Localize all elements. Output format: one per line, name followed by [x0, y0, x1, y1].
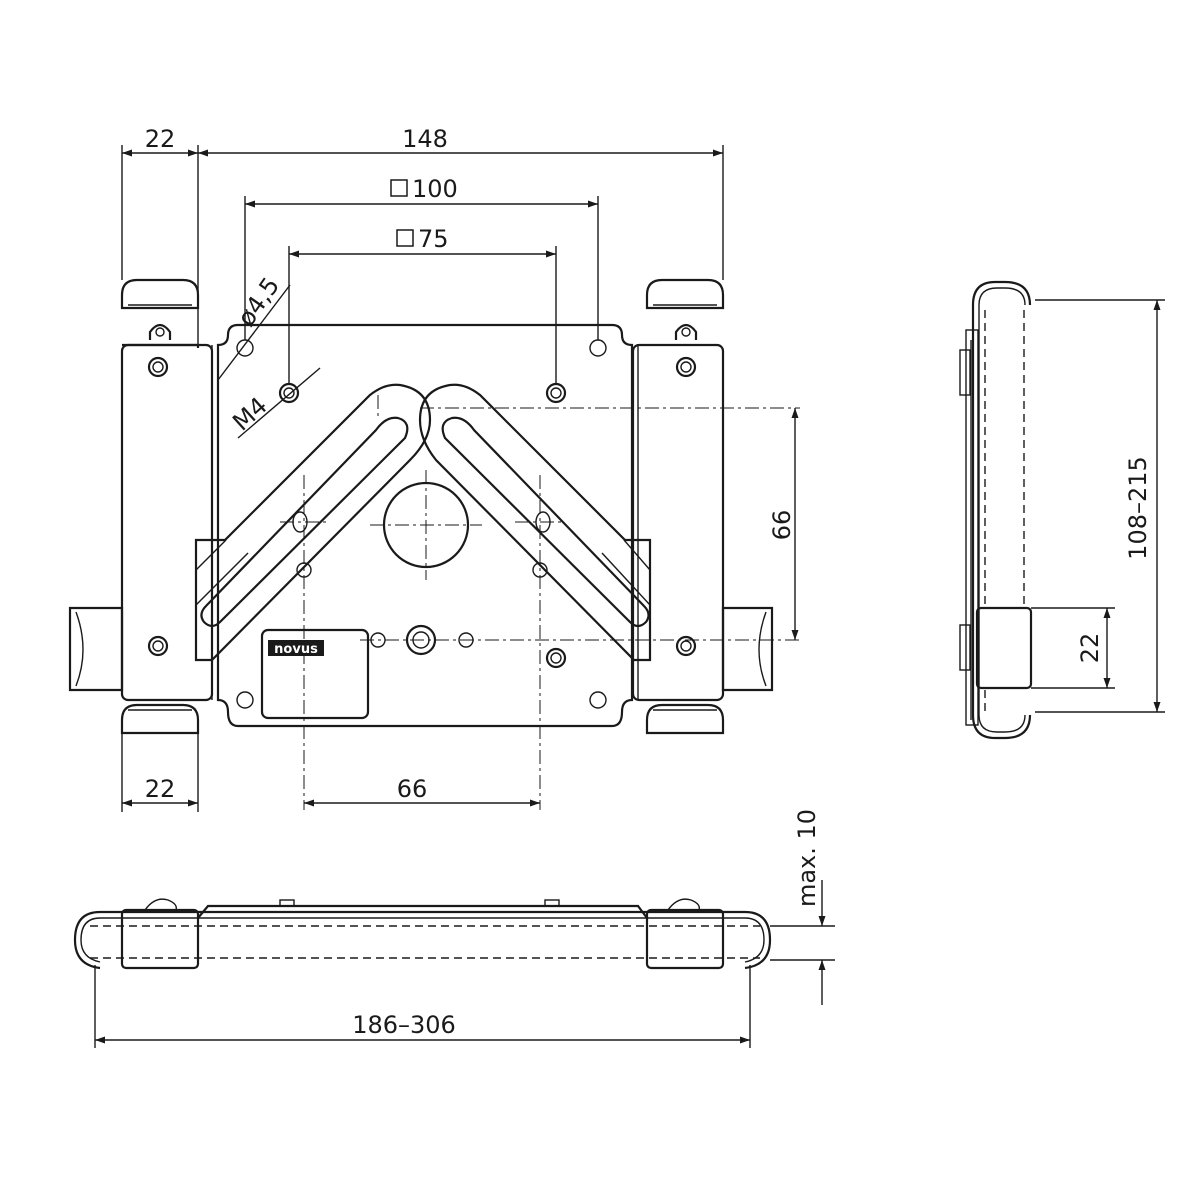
slotted-v-bars — [194, 383, 652, 662]
dimension-side-height: 108–215 — [1035, 299, 1165, 713]
dimension-thread: M4 — [227, 367, 321, 439]
dim-bottom-left-label: 22 — [145, 775, 176, 803]
logo-badge — [268, 640, 324, 656]
dimension-bottom-width: 186–306 — [94, 965, 751, 1048]
dim-side-height-label: 108–215 — [1124, 456, 1152, 560]
dimension-max-depth: max. 10 — [770, 809, 835, 1005]
dimension-top-width: 148 — [198, 125, 724, 280]
front-view: novus 22 148 100 75 — [68, 125, 800, 812]
mounting-plate — [211, 323, 639, 728]
dimension-bottom-spacing: 66 — [304, 775, 540, 807]
dim-right-height-label: 66 — [768, 510, 796, 541]
square-symbol-icon — [396, 229, 414, 247]
dim-top-width-label: 148 — [402, 125, 448, 153]
logo-text: novus — [274, 642, 318, 657]
bottom-view: max. 10 186–306 — [73, 809, 835, 1048]
right-clamp-arm — [631, 278, 774, 735]
center-lines — [280, 395, 800, 810]
dimension-square-100: 100 — [244, 175, 599, 340]
dimension-bottom-left: 22 — [121, 733, 199, 812]
dim-max-depth-label: max. 10 — [793, 809, 821, 907]
dim-thread-label: M4 — [227, 392, 272, 437]
dim-square-100-label: 100 — [412, 175, 458, 203]
dim-bottom-spacing-label: 66 — [397, 775, 428, 803]
dim-square-75-label: 75 — [418, 225, 449, 253]
left-clamp-arm — [68, 278, 214, 735]
dim-side-clamp-label: 22 — [1076, 633, 1104, 664]
square-symbol-icon — [390, 179, 408, 197]
dimension-side-clamp: 22 — [1031, 607, 1115, 689]
dim-top-left-label: 22 — [145, 125, 176, 153]
dim-bottom-width-label: 186–306 — [352, 1011, 456, 1039]
dimension-square-75: 75 — [288, 225, 557, 385]
dimension-top-left: 22 — [121, 125, 199, 345]
logo-plate — [260, 628, 370, 720]
side-view: 108–215 22 — [959, 280, 1165, 740]
dimension-right-height: 66 — [768, 408, 799, 640]
